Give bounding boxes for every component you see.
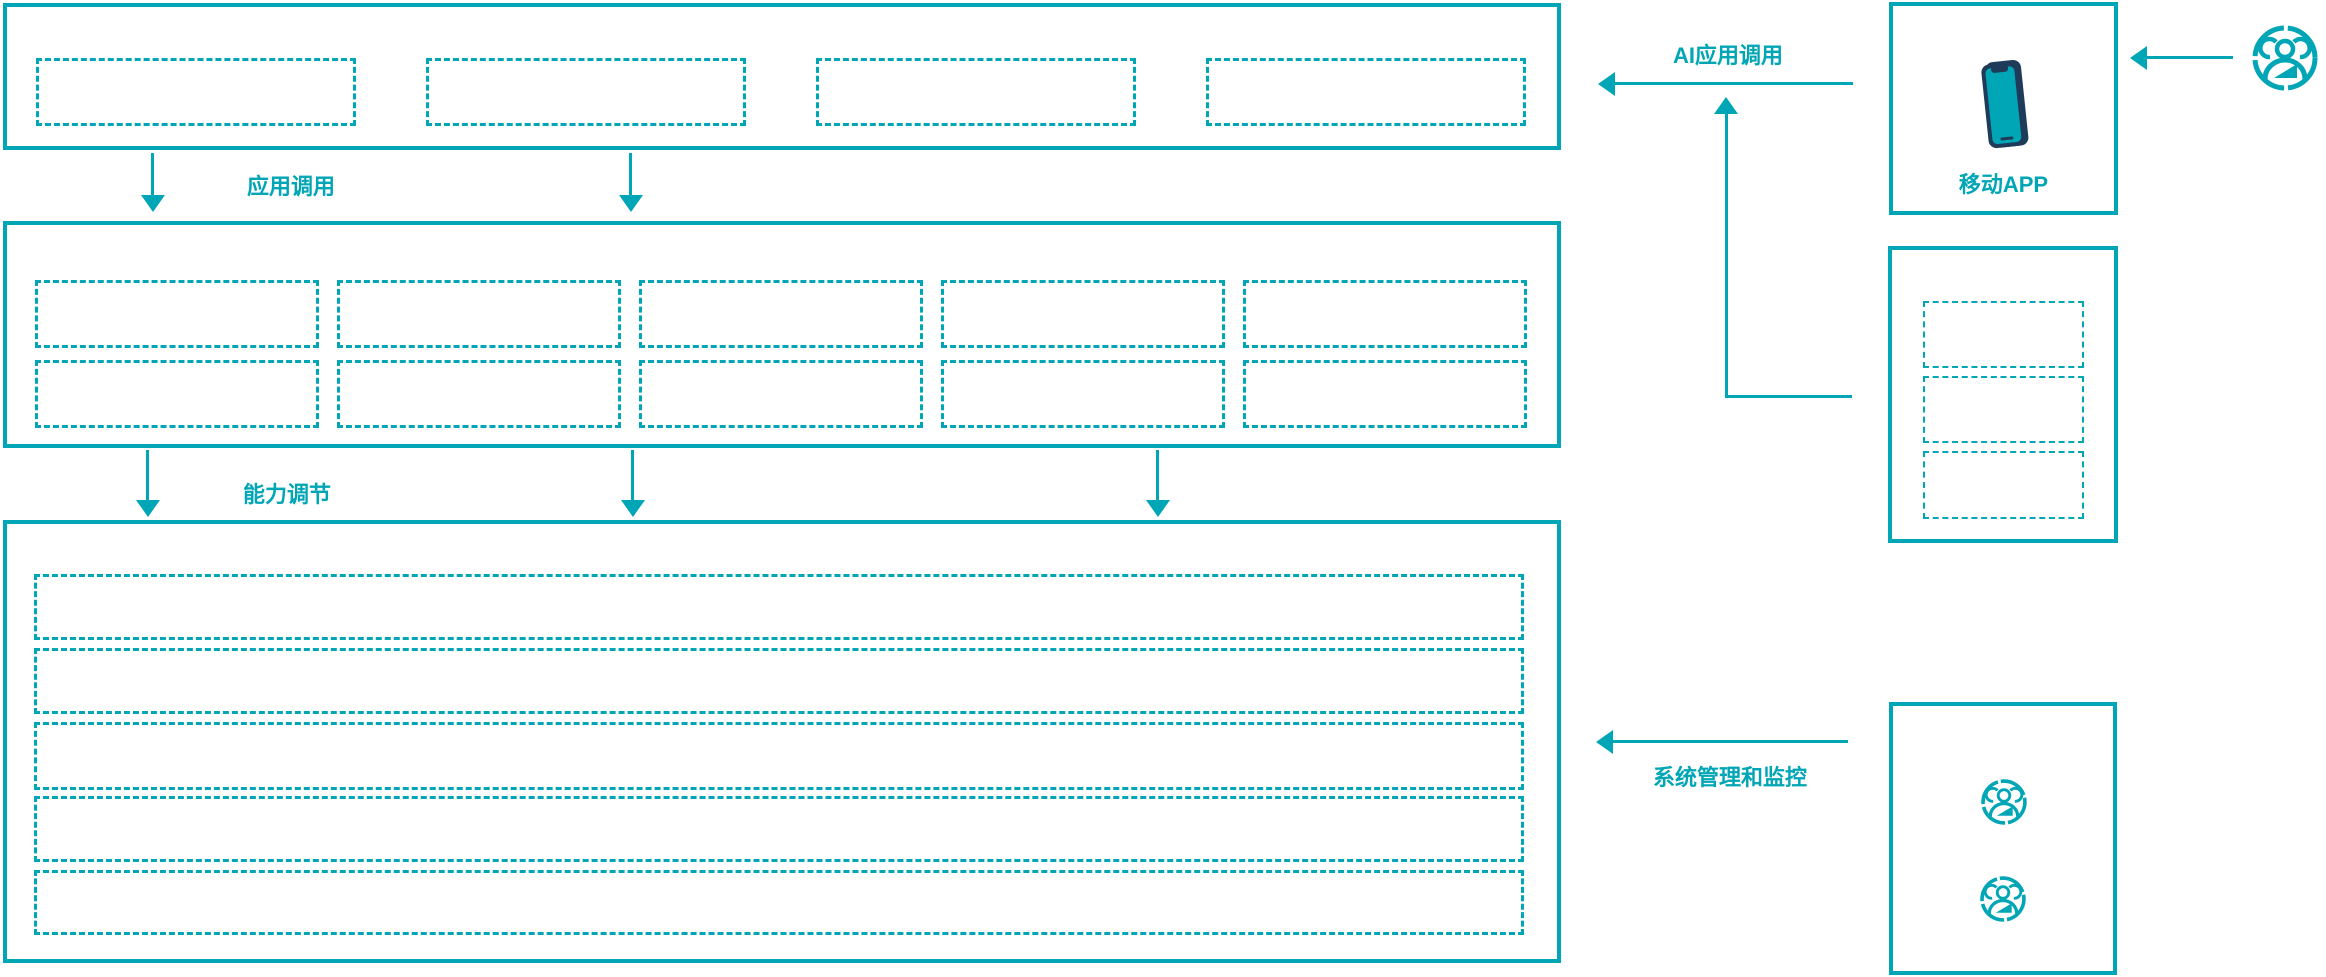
resource-placeholder-2	[34, 648, 1524, 714]
label-app-call: 应用调用	[247, 174, 336, 199]
application-placeholder-4	[1206, 58, 1526, 126]
capability-placeholder-r1c4	[941, 280, 1225, 348]
elbow-connector-head	[1714, 97, 1738, 114]
arrow-app-call-2-line	[629, 153, 632, 195]
application-placeholder-2	[426, 58, 746, 126]
user-group-icon	[2249, 22, 2321, 94]
elbow-connector-vertical	[1725, 113, 1728, 398]
arrow-ai-call-head	[1598, 72, 1615, 96]
arrow-app-call-2-head	[619, 195, 643, 212]
capability-placeholder-r2c3	[639, 360, 923, 428]
arrow-capability-3-head	[1146, 500, 1170, 517]
label-capability-adjust: 能力调节	[243, 482, 332, 507]
capability-placeholder-r2c2	[337, 360, 621, 428]
arrow-capability-1-line	[146, 450, 149, 500]
resource-placeholder-1	[34, 574, 1524, 640]
capability-placeholder-r2c1	[35, 360, 319, 428]
elbow-connector-horizontal	[1726, 395, 1852, 398]
capability-placeholder-r2c4	[941, 360, 1225, 428]
capability-placeholder-r2c5	[1243, 360, 1527, 428]
arrow-capability-2-head	[621, 500, 645, 517]
resource-placeholder-4	[34, 796, 1524, 862]
user-group-icon	[1977, 873, 2029, 925]
arrow-capability-3-line	[1156, 450, 1159, 500]
capability-placeholder-r1c5	[1243, 280, 1527, 348]
label-mobile-app: 移动APP	[1958, 172, 2049, 197]
label-system-monitor: 系统管理和监控	[1652, 765, 1807, 790]
arrow-app-call-1-head	[141, 195, 165, 212]
arrow-monitor-line	[1612, 740, 1848, 743]
arrow-app-call-1-line	[151, 153, 154, 195]
capability-placeholder-r1c2	[337, 280, 621, 348]
client-placeholder-1	[1923, 301, 2084, 368]
arrow-user-to-app-head	[2130, 46, 2147, 70]
user-group-icon	[1978, 776, 2030, 828]
client-placeholder-2	[1923, 376, 2084, 443]
admin-box	[1889, 702, 2117, 975]
capability-placeholder-r1c1	[35, 280, 319, 348]
resource-placeholder-5	[34, 870, 1524, 935]
application-placeholder-3	[816, 58, 1136, 126]
arrow-user-to-app-line	[2146, 56, 2233, 59]
arrow-ai-call-line	[1614, 82, 1853, 85]
capability-placeholder-r1c3	[639, 280, 923, 348]
arrow-monitor-head	[1596, 730, 1613, 754]
client-placeholder-3	[1923, 451, 2084, 519]
arrow-capability-1-head	[136, 500, 160, 517]
arrow-capability-2-line	[631, 450, 634, 500]
smartphone-icon	[1976, 56, 2034, 156]
label-ai-app-call: AI应用调用	[1672, 43, 1783, 68]
application-placeholder-1	[36, 58, 356, 126]
resource-placeholder-3	[34, 722, 1524, 790]
